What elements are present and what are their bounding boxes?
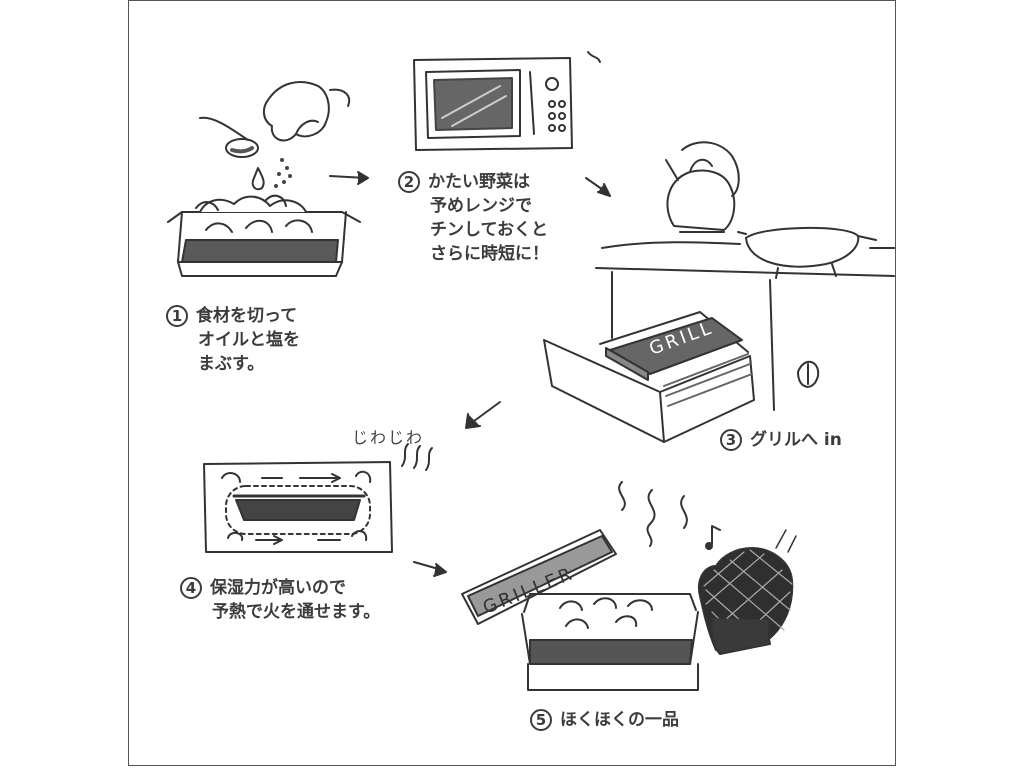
griller-pan-icon xyxy=(521,593,699,691)
seasoning-hand-icon xyxy=(262,81,350,142)
step-3-number: 3 xyxy=(720,429,742,451)
arrow-3-to-4 xyxy=(465,401,501,429)
microwave-icon xyxy=(413,51,601,151)
step-2-caption: 2 かたい野菜は 予めレンジで チンしておくと さらに時短に！ xyxy=(398,170,549,266)
griller-lid-icon xyxy=(461,529,617,625)
step-2-line-4: さらに時短に！ xyxy=(430,244,549,264)
step-3-line-1: グリルへ in xyxy=(750,430,842,450)
kettle-icon xyxy=(665,141,740,233)
step-2-line-3: チンしておくと xyxy=(430,220,548,240)
salt-drops-icon xyxy=(274,158,292,188)
steam-lines-icon xyxy=(401,443,433,471)
stove-counter xyxy=(595,241,895,411)
step-1-line-3: まぶす。 xyxy=(198,354,265,374)
frying-pan-icon xyxy=(737,227,877,279)
arrow-1-to-2 xyxy=(329,171,369,185)
step-4-line-2: 予熱で火を通せます。 xyxy=(212,602,381,622)
grill-drawer-icon xyxy=(543,311,755,443)
step-5-caption: 5 ほくほくの一品 xyxy=(530,708,679,732)
step-5-number: 5 xyxy=(530,709,552,731)
step-1-line-1: 食材を切って xyxy=(196,306,298,326)
step-1-number: 1 xyxy=(166,305,188,327)
illustration-frame xyxy=(128,0,896,766)
heat-retention-diagram xyxy=(203,461,393,553)
step-2-line-1: かたい野菜は xyxy=(428,172,530,192)
step-4-caption: 4 保湿力が高いので 予熱で火を通せます。 xyxy=(180,576,380,624)
step-3-caption: 3 グリルへ in xyxy=(720,428,842,452)
spoon-icon xyxy=(199,116,259,158)
step-4-number: 4 xyxy=(180,577,202,599)
step-5-line-1: ほくほくの一品 xyxy=(560,710,679,730)
steam-rising-icon xyxy=(618,481,688,547)
arrow-4-to-5 xyxy=(413,561,447,577)
arrow-2-to-3 xyxy=(585,177,611,197)
step-4-line-1: 保湿力が高いので xyxy=(210,578,346,598)
music-note-icon xyxy=(705,525,721,550)
step-1-caption: 1 食材を切って オイルと塩を まぶす。 xyxy=(166,304,300,376)
step-2-line-2: 予めレンジで xyxy=(430,196,532,216)
oil-drop-icon xyxy=(251,167,265,191)
roasting-pan-icon xyxy=(167,194,361,277)
step-1-line-2: オイルと塩を xyxy=(198,330,300,350)
oven-mitt-icon xyxy=(698,529,797,655)
step-2-number: 2 xyxy=(398,171,420,193)
sizzle-sound-effect: じわじわ xyxy=(352,428,425,447)
